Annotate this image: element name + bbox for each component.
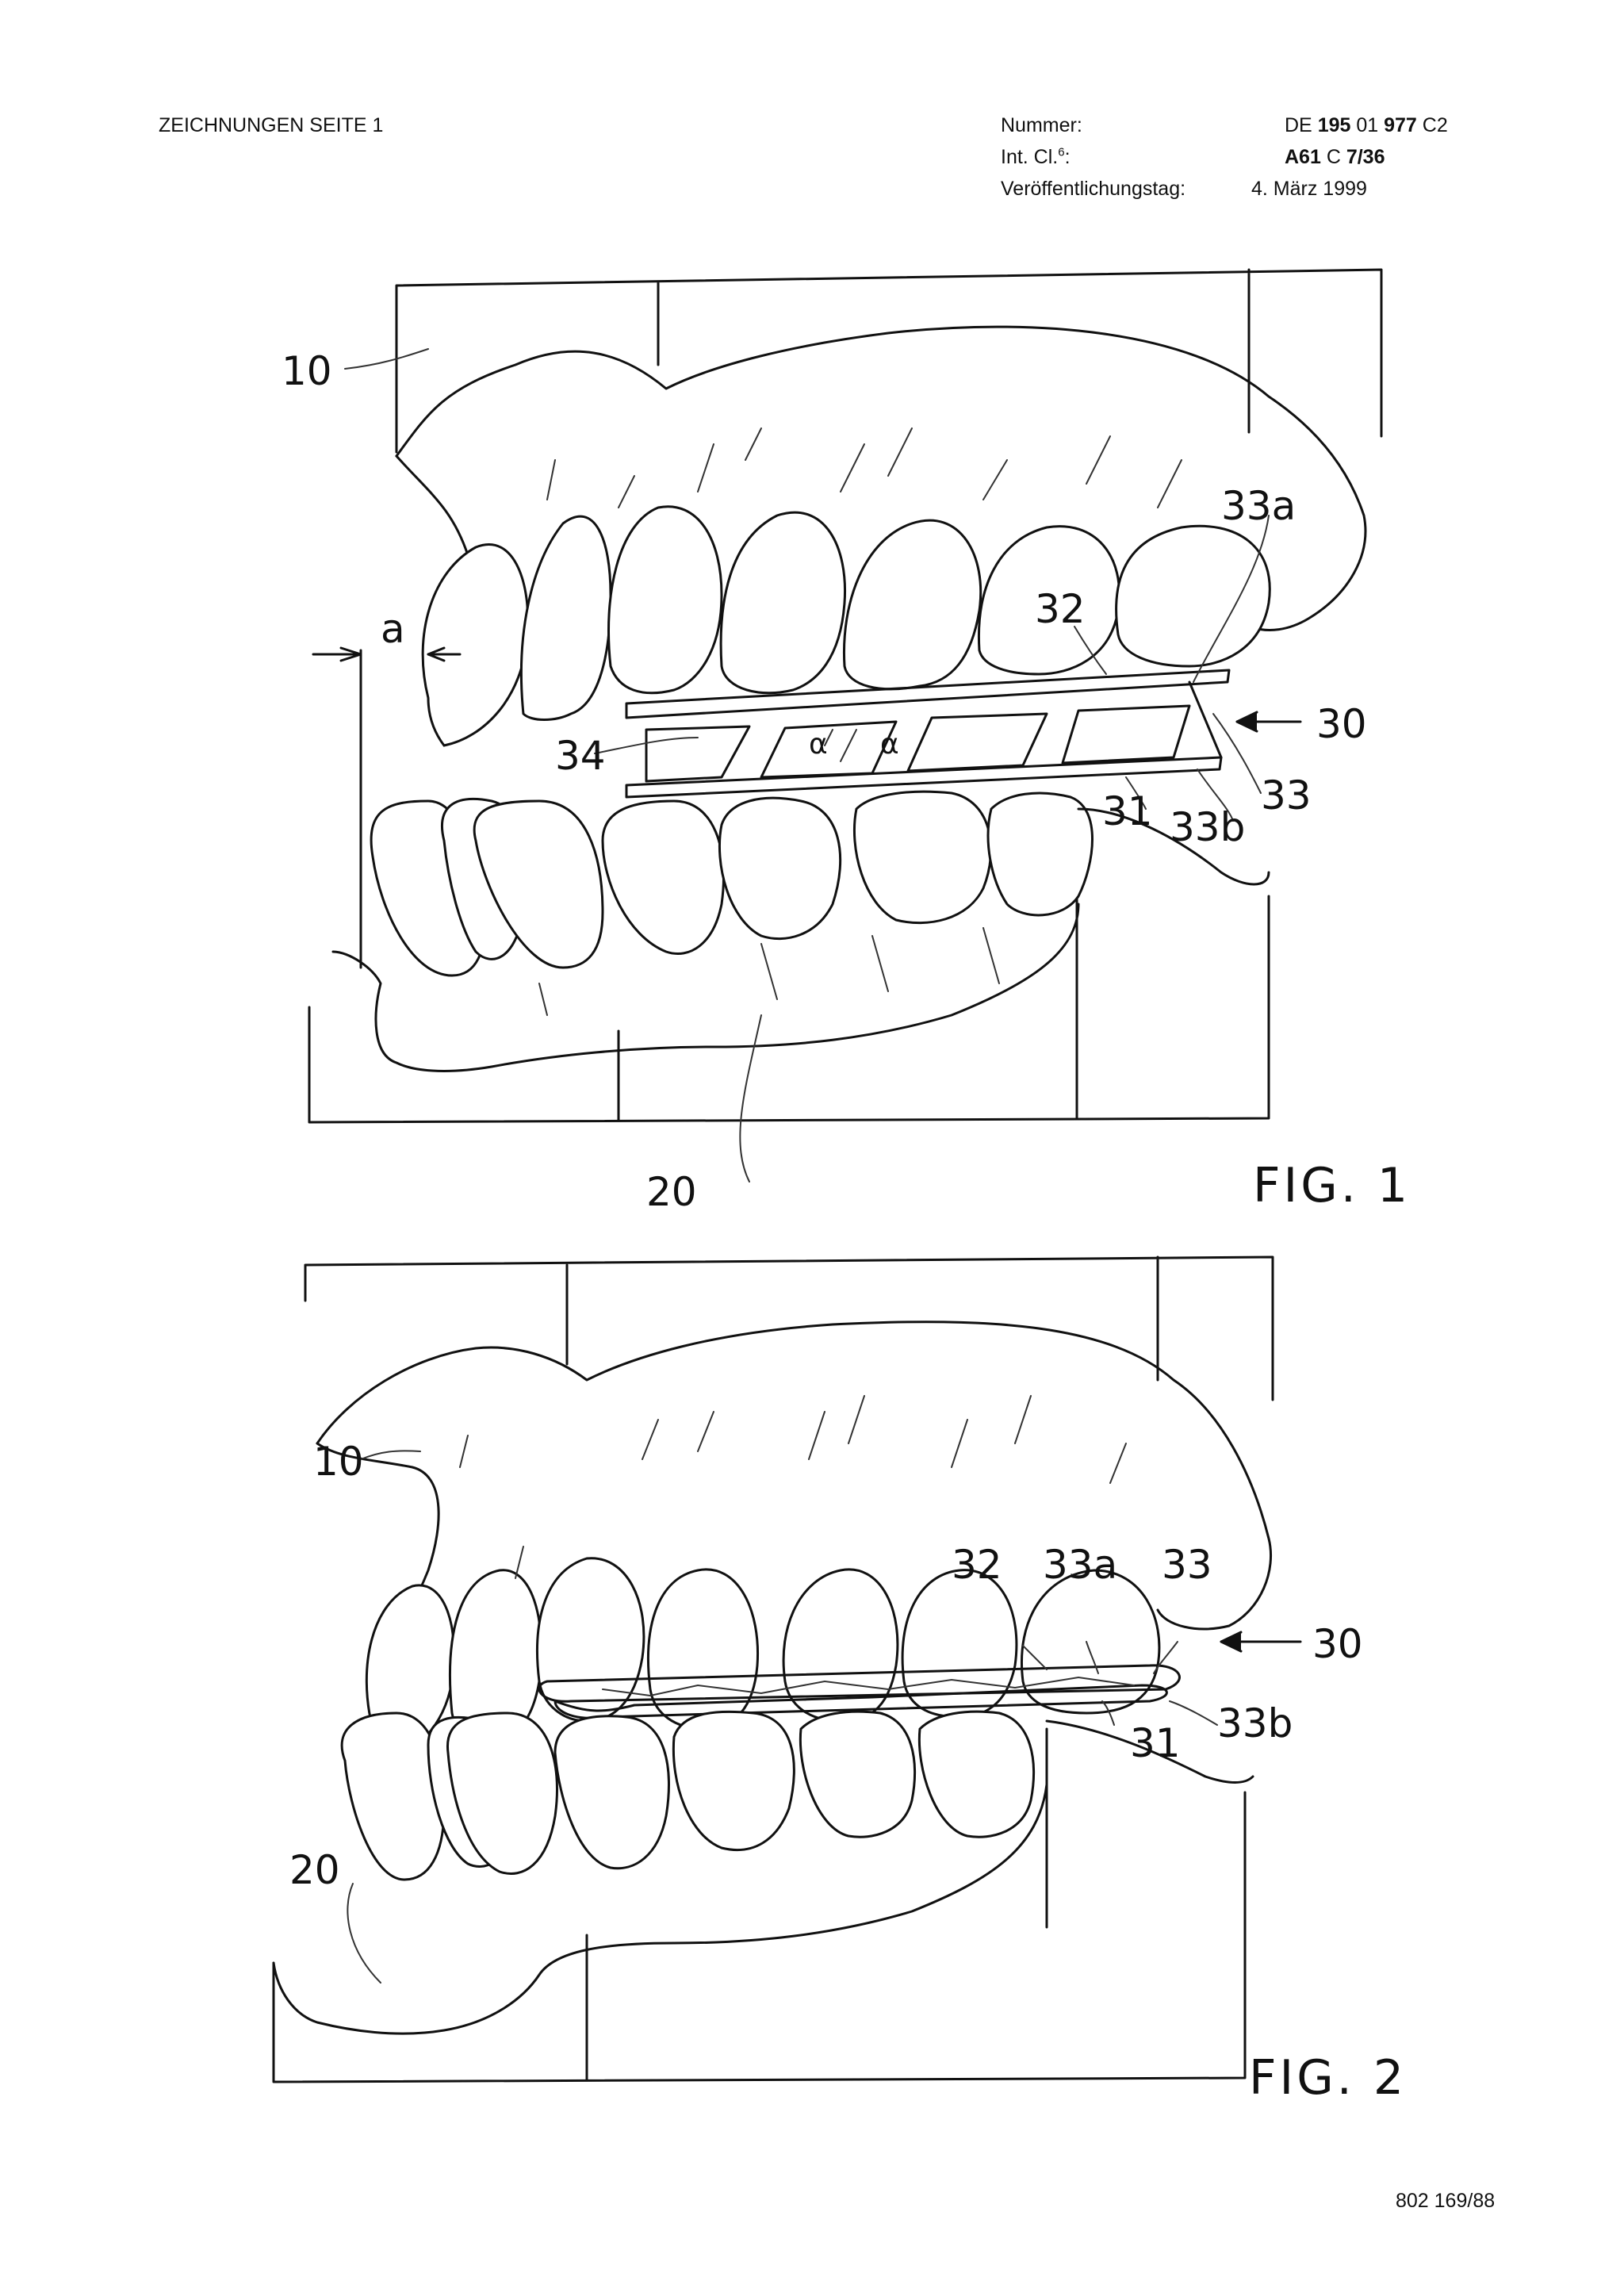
- nummer-label: Nummer:: [1001, 113, 1082, 137]
- fig1-leader-20: [740, 1015, 761, 1182]
- nummer-value: DE 195 01 977 C2: [1285, 113, 1448, 137]
- figure-1: 10 a 33a 32 30 34 33 31 33b 20 α α FIG. …: [0, 254, 1624, 1237]
- fig2-label-33a: 33a: [1043, 1542, 1117, 1588]
- header-left: ZEICHNUNGEN SEITE 1: [159, 113, 383, 137]
- fig2-gum-hatching: [460, 1396, 1126, 1578]
- fig1-leader-10: [345, 349, 428, 369]
- fig2-label-31: 31: [1130, 1720, 1181, 1766]
- fig1-upper-base: [396, 270, 1381, 452]
- fig1-label-20: 20: [646, 1169, 697, 1215]
- fig1-label-33: 33: [1261, 772, 1312, 818]
- fig1-splint: [626, 670, 1229, 797]
- figure-2: 10 32 33a 33 30 31 33b 20 FIG. 2: [0, 1237, 1624, 2125]
- fig1-label-alpha-1: α: [809, 728, 828, 761]
- fig1-label-33a: 33a: [1221, 483, 1296, 529]
- fig2-label-30: 30: [1312, 1621, 1363, 1667]
- fig1-label-a: a: [381, 606, 405, 652]
- intcl-label: Int. Cl.6:: [1001, 145, 1071, 169]
- fig2-lower-teeth: [342, 1711, 1033, 1880]
- fig2-leader-10: [361, 1451, 420, 1459]
- fig1-caption: FIG. 1: [1253, 1158, 1411, 1213]
- fig2-leader-20: [347, 1884, 381, 1983]
- fig2-label-33: 33: [1162, 1542, 1212, 1588]
- fig1-label-33b: 33b: [1170, 804, 1245, 850]
- fig1-label-32: 32: [1035, 586, 1086, 632]
- fig1-label-30: 30: [1316, 701, 1367, 747]
- fig2-label-32: 32: [952, 1542, 1002, 1588]
- intcl-value: A61 C 7/36: [1285, 145, 1385, 169]
- fig2-caption: FIG. 2: [1249, 2050, 1407, 2106]
- fig1-label-10: 10: [282, 348, 332, 394]
- fig1-label-alpha-2: α: [880, 728, 899, 761]
- date-label: Veröffentlichungstag:: [1001, 177, 1185, 201]
- fig1-upper-teeth: [423, 507, 1270, 746]
- fig2-arrow-30-head: [1221, 1632, 1241, 1651]
- fig1-label-34: 34: [555, 733, 606, 779]
- fig1-lower-teeth: [371, 792, 1092, 976]
- date-value: 4. März 1999: [1251, 177, 1367, 201]
- fig2-label-10: 10: [313, 1439, 364, 1485]
- fig1-label-31: 31: [1102, 788, 1153, 834]
- fig2-label-33b: 33b: [1217, 1700, 1293, 1746]
- fig1-arrow-30-head: [1237, 712, 1257, 731]
- fig2-label-20: 20: [289, 1847, 340, 1893]
- footer-code: 802 169/88: [1396, 2189, 1495, 2213]
